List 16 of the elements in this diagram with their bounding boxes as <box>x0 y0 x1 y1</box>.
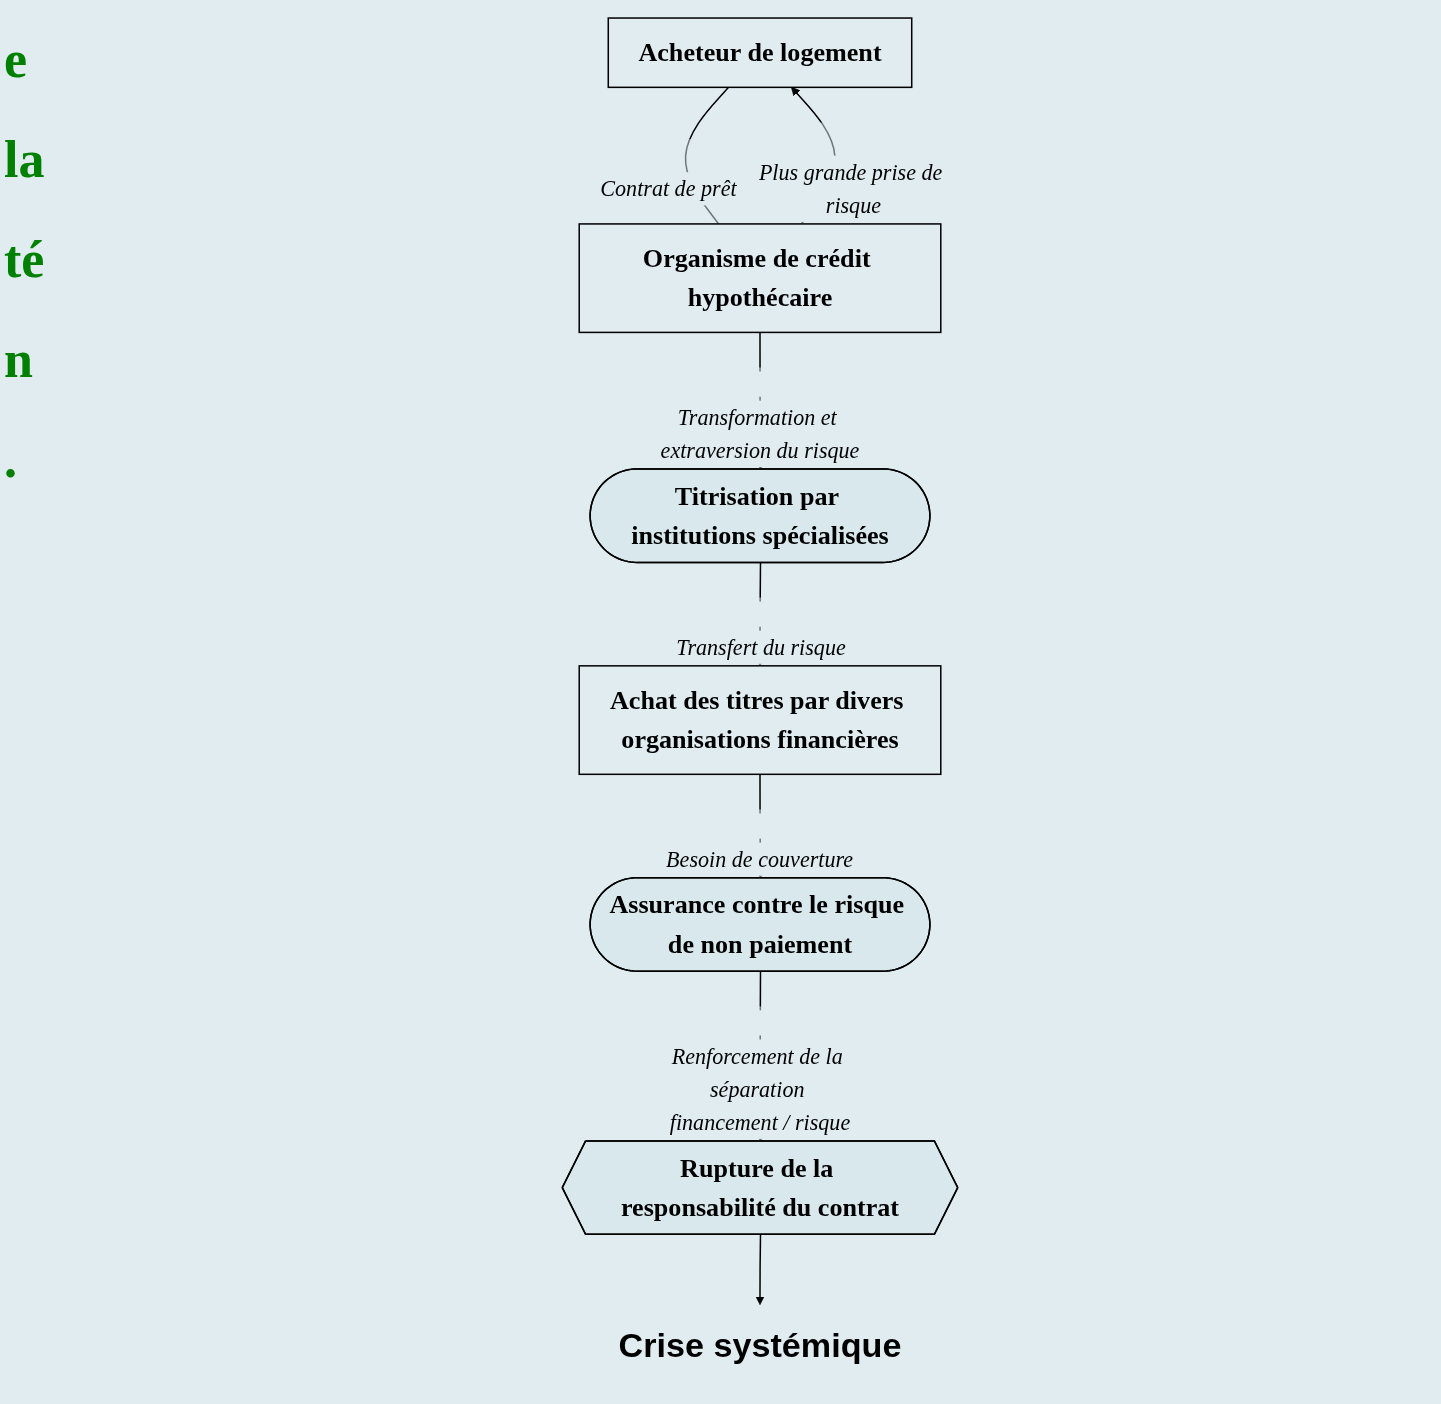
edge-label: Contrat de prêt <box>600 176 737 202</box>
side-text: e <box>4 30 29 90</box>
side-text: n <box>4 330 34 390</box>
edge-label: Besoin de couverture <box>666 846 854 872</box>
edge-label: Plus grande prise de risque <box>758 159 943 218</box>
edge-label: Transformation et extraversion du risque <box>660 404 860 463</box>
node-box: Achat des titres par divers organisations financières <box>578 665 942 776</box>
edge-label: Transfert du risque <box>676 634 846 660</box>
side-text: . <box>4 430 18 490</box>
arrow <box>755 1234 765 1305</box>
node-box: Organisme de crédit hypothécaire <box>578 223 942 334</box>
side-text: té <box>4 230 46 290</box>
edge-label: Renforcement de la séparation financement / risque <box>669 1043 851 1135</box>
side-text: la <box>4 130 46 190</box>
node-box: Acheteur de logement <box>607 17 913 89</box>
node-text: Crise systémique <box>618 1325 902 1364</box>
